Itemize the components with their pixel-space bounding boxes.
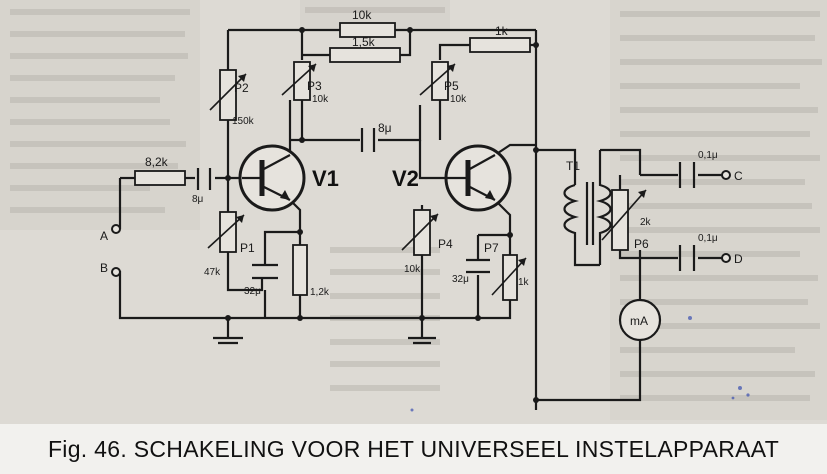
label-d: D — [734, 252, 743, 266]
resistor-1k-top — [469, 37, 531, 53]
label-p4: P4 — [438, 237, 453, 251]
label-r-1-2k: 1,2k — [310, 287, 330, 298]
label-c-32u-right: 32μ — [452, 274, 469, 285]
label-v1: V1 — [312, 166, 339, 191]
scan-speckles — [410, 316, 750, 412]
ground-symbol-right — [408, 336, 436, 345]
potentiometer-p6 — [601, 189, 647, 251]
label-p5-value: 10k — [450, 94, 467, 105]
label-p2-value: 150k — [232, 116, 255, 127]
potentiometer-p4 — [401, 209, 439, 256]
label-p3: P3 — [307, 79, 322, 93]
potentiometer-p5 — [419, 61, 456, 101]
capacitor-out-d — [678, 245, 696, 271]
label-t1: T1 — [566, 159, 580, 173]
potentiometer-p3 — [281, 61, 317, 101]
transistor-v1 — [238, 144, 306, 212]
label-v2: V2 — [392, 166, 419, 191]
label-a: A — [100, 229, 108, 243]
label-c-out-c: 0,1μ — [698, 150, 718, 161]
capacitor-out-c — [678, 162, 696, 188]
label-r-input: 8,2k — [145, 155, 169, 169]
potentiometer-p1 — [207, 211, 245, 253]
label-p5: P5 — [444, 79, 459, 93]
label-p6: P6 — [634, 237, 649, 251]
label-c: C — [734, 169, 743, 183]
label-p6-value: 2k — [640, 217, 652, 228]
transformer-t1 — [563, 150, 612, 265]
junction-dots — [225, 27, 539, 403]
milliammeter — [618, 298, 662, 342]
label-p1-value: 47k — [204, 267, 221, 278]
label-c-coupling: 8μ — [378, 121, 392, 135]
capacitor-input — [196, 168, 212, 190]
label-p4-value: 10k — [404, 264, 421, 275]
capacitor-coupling — [360, 128, 376, 152]
label-c-32u-left: 32μ — [244, 286, 261, 297]
transistor-v2 — [444, 144, 512, 212]
ground-symbol-left — [213, 336, 243, 345]
label-r-1k-top: 1k — [495, 24, 509, 38]
background-text-bleed — [10, 7, 822, 401]
label-p2: P2 — [234, 81, 249, 95]
terminal-d — [721, 253, 731, 263]
label-p3-value: 10k — [312, 94, 329, 105]
label-b: B — [100, 261, 108, 275]
resistor-8-2k — [134, 170, 186, 186]
terminal-a — [111, 224, 121, 234]
potentiometer-p2 — [209, 69, 247, 121]
resistor-10k-top — [339, 22, 396, 38]
figure-caption: Fig. 46. SCHAKELING VOOR HET UNIVERSEEL … — [0, 424, 827, 474]
label-meter: mA — [630, 314, 648, 328]
label-p7: P7 — [484, 241, 499, 255]
capacitor-32u-right — [466, 258, 490, 274]
label-p7-value: 1k — [518, 277, 530, 288]
label-p1: P1 — [240, 241, 255, 255]
resistor-1-5k — [329, 47, 401, 63]
label-c-out-d: 0,1μ — [698, 233, 718, 244]
resistor-1-2k — [292, 244, 308, 296]
caption-text: Fig. 46. SCHAKELING VOOR HET UNIVERSEEL … — [47, 435, 780, 462]
terminal-c — [721, 170, 731, 180]
label-r-10k-top: 10k — [352, 8, 372, 22]
terminal-b — [111, 267, 121, 277]
label-r-1-5k: 1,5k — [352, 35, 376, 49]
capacitor-32u-left — [252, 263, 278, 280]
label-c-input: 8μ — [192, 194, 204, 205]
potentiometer-p7 — [491, 254, 527, 301]
